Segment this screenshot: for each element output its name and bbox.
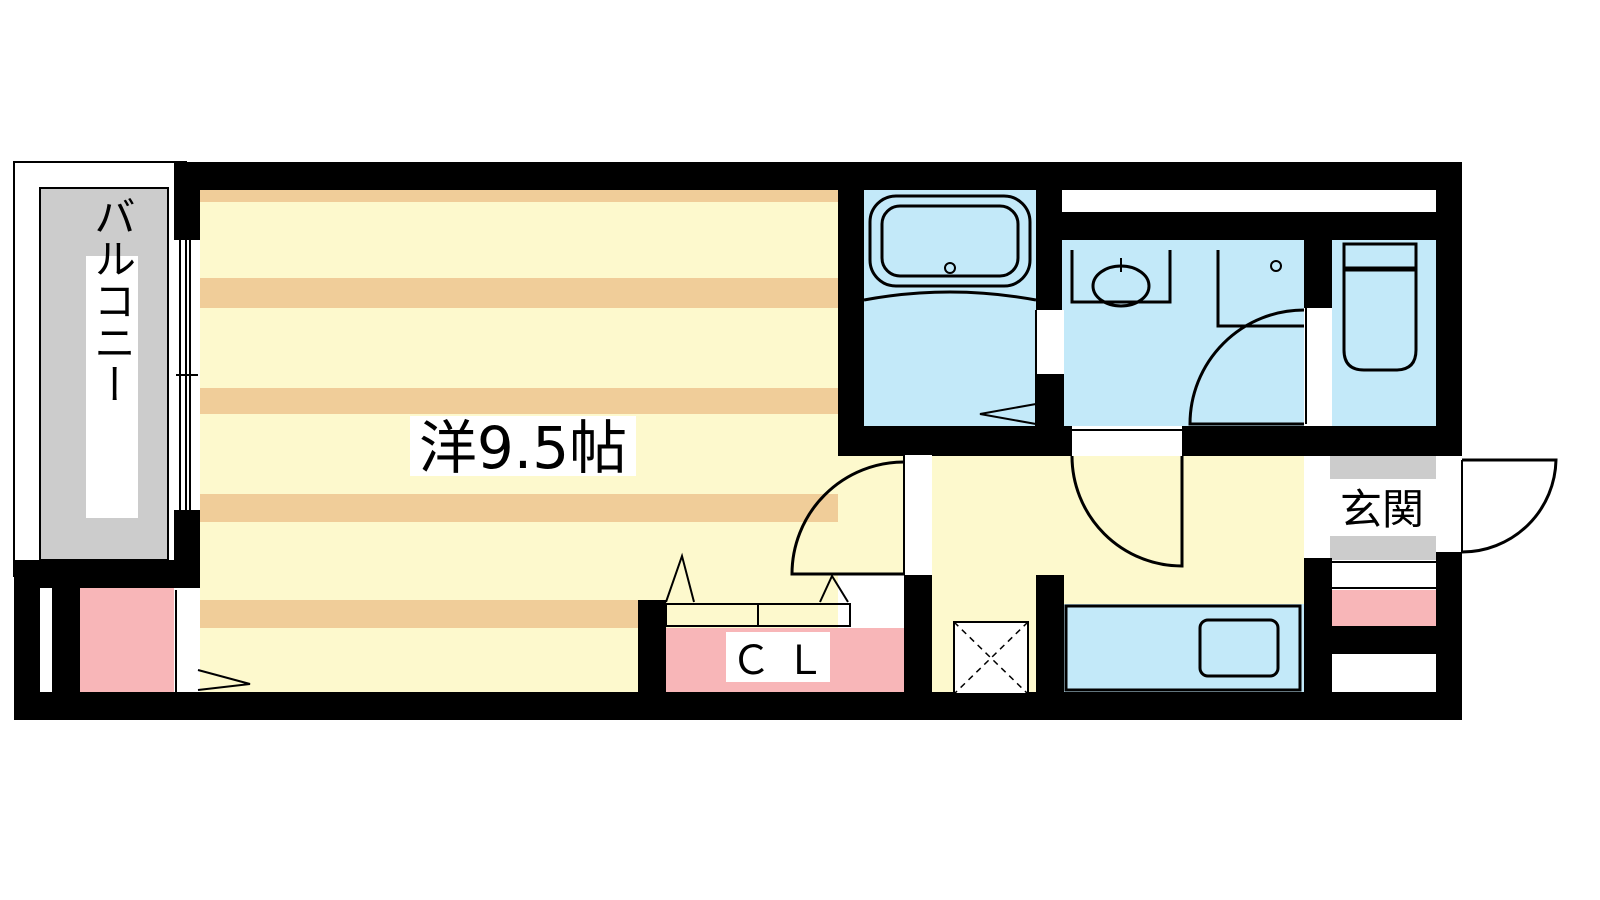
balcony-label: バルコニー bbox=[88, 195, 137, 405]
fridge-space bbox=[953, 621, 1029, 695]
storage-left-floor bbox=[80, 588, 174, 693]
bathroom-door bbox=[979, 310, 1064, 426]
toilet bbox=[1342, 242, 1418, 372]
closet-label-bg bbox=[726, 632, 830, 682]
western-room-label: 洋9.5帖 bbox=[419, 414, 627, 482]
balcony-door bbox=[174, 588, 251, 692]
kitchen-floor bbox=[1062, 604, 1304, 694]
western-room-floor bbox=[200, 188, 838, 693]
room-door bbox=[790, 455, 932, 576]
bathtub bbox=[863, 194, 1037, 302]
walls bbox=[14, 162, 1462, 720]
western-label-bg bbox=[410, 416, 636, 476]
entrance-step bbox=[1332, 561, 1436, 589]
kitchen-counter bbox=[1064, 604, 1302, 692]
closet-label: ＣＬ bbox=[731, 638, 839, 684]
wash-basin bbox=[1070, 250, 1172, 308]
entrance-door bbox=[1436, 456, 1558, 554]
entrance-label: 玄関 bbox=[1340, 485, 1424, 534]
toilet-door bbox=[1188, 308, 1332, 426]
bathroom-floor bbox=[862, 188, 1036, 426]
entrance-label-bg bbox=[1332, 480, 1436, 536]
balcony-window bbox=[176, 240, 198, 510]
entrance-floor-lower bbox=[1330, 536, 1436, 560]
washing-machine-area bbox=[1216, 250, 1304, 328]
washroom-floor bbox=[1062, 240, 1306, 426]
entrance-floor bbox=[1330, 455, 1436, 479]
washroom-door bbox=[1070, 426, 1184, 568]
balcony-label-bg bbox=[86, 256, 138, 518]
closet-doors bbox=[665, 552, 851, 627]
storage-entrance-floor bbox=[1332, 590, 1436, 626]
